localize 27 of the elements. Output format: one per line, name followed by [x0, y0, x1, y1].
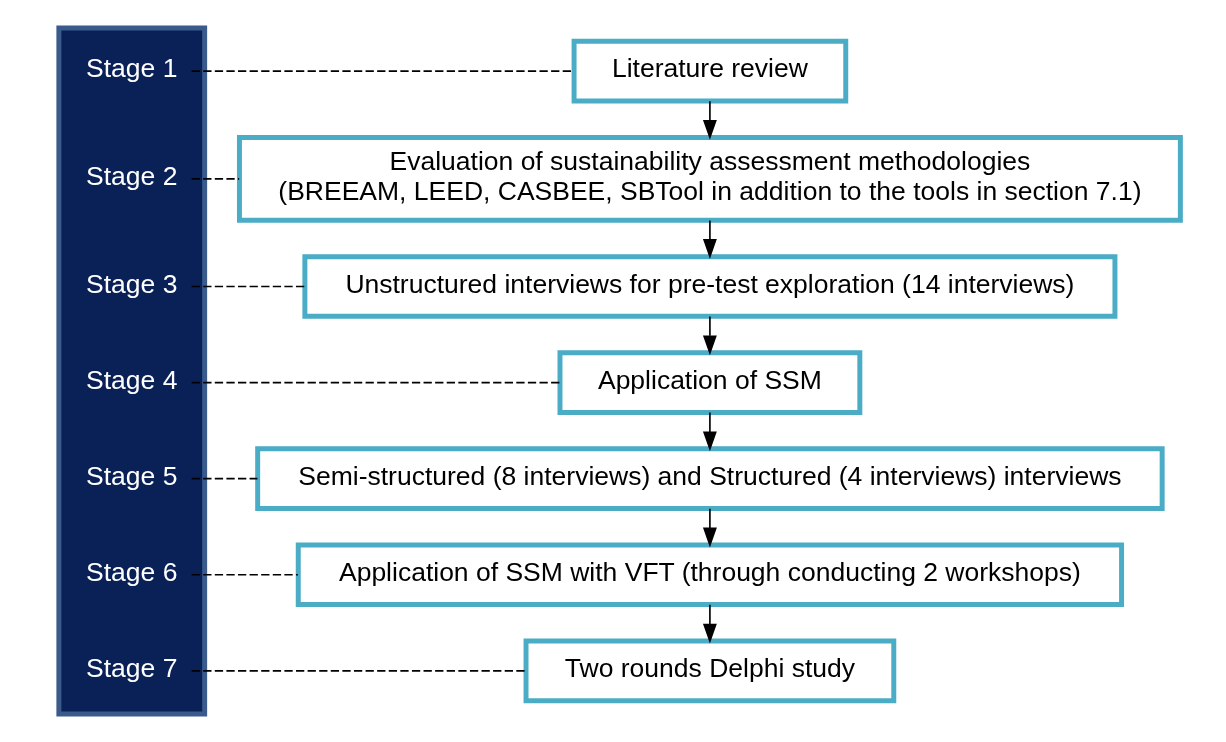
node-box: Literature review	[571, 38, 849, 104]
node-text: Stage 2	[86, 161, 178, 192]
connector	[190, 178, 241, 180]
cluster	[56, 25, 208, 717]
arrow	[702, 219, 717, 259]
node-box: Application of SSM with VFT (through conducting 2 workshops)	[295, 542, 1125, 608]
arrow	[702, 315, 717, 356]
node-text: Stage 7	[86, 653, 178, 684]
arrow	[702, 507, 717, 548]
node-text: Stage 5	[86, 460, 178, 491]
arrow	[702, 411, 717, 452]
connector	[190, 573, 299, 576]
arrow	[702, 603, 717, 644]
node-text: Stage 1	[86, 53, 178, 84]
node-text: Stage 4	[86, 364, 178, 395]
connector	[190, 381, 561, 384]
connector	[190, 670, 527, 672]
node-box: Application of SSM	[557, 350, 863, 415]
arrow	[702, 100, 717, 140]
connector	[190, 477, 259, 480]
node-box: Two rounds Delphi study	[523, 638, 897, 704]
node-box: Semi-structured (8 interviews) and Structured (4 interviews) interviews	[255, 446, 1165, 511]
node-box: Unstructured interviews for pre-test exploration (14 interviews)	[302, 254, 1118, 319]
node-text: Stage 3	[86, 268, 178, 299]
connector	[190, 285, 306, 288]
node-box: Evaluation of sustainability assessment methodologies (BREEAM, LEED, CASBEE, SBTool in addition to the tools in section 7.1)	[236, 134, 1183, 223]
node-text: Stage 6	[86, 557, 178, 588]
